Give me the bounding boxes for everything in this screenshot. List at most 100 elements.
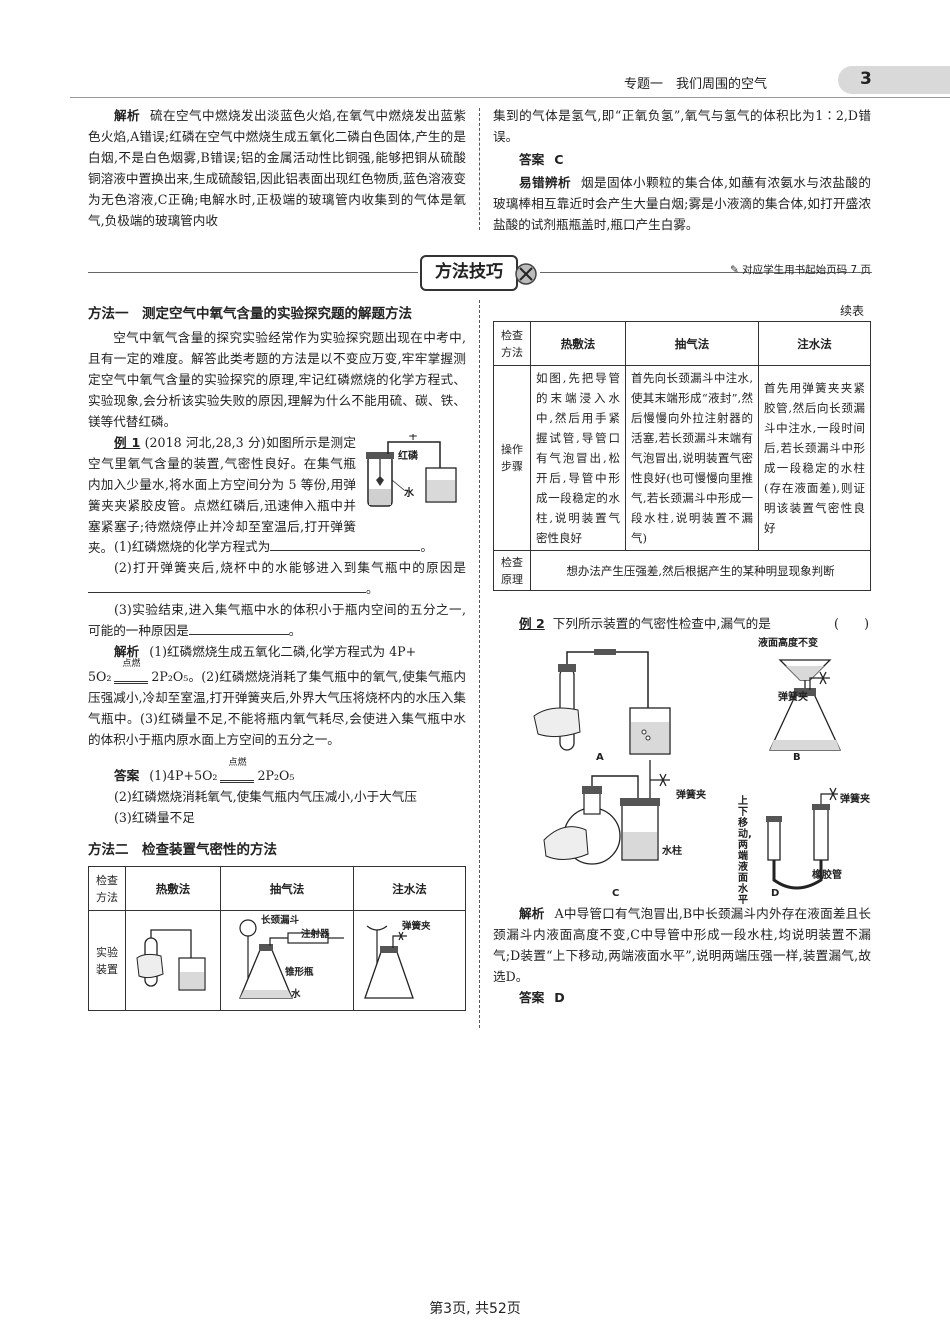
- q2-period: 。: [366, 581, 379, 596]
- figure-c-label: C: [612, 888, 620, 899]
- q2-answer-blank[interactable]: [88, 580, 366, 593]
- header-topic: 专题一 我们周围的空气: [624, 77, 768, 92]
- fig1-red-p-label: 红磷: [398, 451, 418, 462]
- answer2-value: D: [554, 990, 565, 1005]
- banner-title: 方法技巧: [435, 262, 503, 282]
- fig1-water-label: 水: [404, 488, 414, 499]
- figure-d-apparatus: [766, 787, 838, 890]
- fig-clip-label: 弹簧夹: [402, 921, 431, 932]
- analysis1-text-2: 。(2)红磷燃烧消耗了集气瓶中的氧气,使集气瓶内压强减小,冷却至室温,打开弹簧夹…: [88, 669, 466, 747]
- q3-answer-blank[interactable]: [188, 622, 289, 635]
- method2-title: 方法二 检查装置气密性的方法: [88, 842, 277, 858]
- rt-col-pump: 抽气法: [625, 321, 759, 366]
- m2-col-heat: 热敷法: [125, 866, 221, 911]
- answer1-eq-condition: 点燃: [228, 757, 247, 768]
- rt-steps-pump: 首先向长颈漏斗中注水,使其末端形成“液封”,然后慢慢向外拉注射器的活塞,若长颈漏…: [625, 365, 759, 551]
- banner-ref-text: 对应学生用书起始页码 7 页: [742, 264, 871, 276]
- analysis1-eq-condition: 点燃: [122, 658, 141, 669]
- fig-syringe-label: 注射器: [301, 929, 330, 940]
- rt-row-principle: 检查原理: [493, 550, 531, 591]
- answer-label: 答案: [519, 152, 545, 167]
- analysis1-eq-sign: 点燃: [114, 659, 149, 684]
- rt-principle-text: 想办法产生压强差,然后根据产生的某种明显现象判断: [530, 550, 871, 591]
- page-footer: 第3页, 共52页: [429, 1301, 521, 1317]
- pump-method-figure: [239, 918, 344, 999]
- analysis-label: 解析: [114, 108, 140, 123]
- column-divider-top: [479, 108, 480, 230]
- error-text: 烟是固体小颗粒的集合体,如蘸有浓氨水与浓盐酸的玻璃棒相互靠近时会产生大量白烟;雾…: [493, 175, 871, 232]
- water-method-figure: [364, 925, 414, 999]
- fig-c-clip-label: 弹簧夹: [676, 790, 706, 801]
- method2-table: 检查方法 热敷法 抽气法 注水法 实验装置: [88, 866, 466, 1011]
- svg-text:+: +: [408, 434, 418, 443]
- answer1-part2: (2)红磷燃烧消耗氧气,使集气瓶内气压减小,小于大气压: [114, 789, 417, 804]
- fig-c-column-label: 水柱: [662, 846, 682, 857]
- example2-figures: [533, 649, 842, 890]
- analysis-text: 硫在空气中燃烧发出淡蓝色火焰,在氧气中燃烧发出蓝紫色火焰,A错误;红磷在空气中燃…: [88, 108, 466, 228]
- banner-box: 方法技巧: [420, 255, 518, 291]
- q3-text: (3)实验结束,进入集气瓶中水的体积小于瓶内空间的五分之一,可能的一种原因是: [88, 602, 466, 638]
- analysis1-label: 解析: [114, 644, 140, 659]
- answer-value: C: [554, 152, 564, 167]
- banner-ref: ✎ 对应学生用书起始页码 7 页: [730, 262, 871, 277]
- m2-row-apparatus: 实验装置: [88, 910, 126, 1011]
- analysis-continued: 集到的气体是氢气,即“正氧负氢”,氧气与氢气的体积比为1∶2,D错误。: [493, 108, 871, 144]
- analysis1-eq-right: 2P₂O₅: [151, 669, 189, 684]
- error-label: 易错辨析: [519, 175, 571, 190]
- example2-answer: 答案 D: [493, 987, 871, 1008]
- rt-col-water: 注水法: [758, 321, 871, 366]
- figure-b-label: B: [793, 752, 801, 763]
- example1-block: 例 1 (2018 河北,28,3 分)如图所示是测定空气里氧气含量的装置,气密…: [88, 432, 356, 558]
- method1-analysis: 解析 (1)红磷燃烧生成五氧化二磷,化学方程式为 4P+ 5O₂ 点燃 2P₂O₅。(…: [88, 641, 466, 750]
- fig-flask-label: 锥形瓶: [285, 967, 314, 978]
- fig-b-level-label: 液面高度不变: [758, 638, 818, 649]
- q3-period: 。: [288, 623, 302, 638]
- figure-a-label: A: [596, 752, 604, 763]
- rt-row-steps: 操作步骤: [493, 365, 531, 551]
- fig-water-label: 水: [291, 989, 301, 1000]
- m2-col-water: 注水法: [353, 866, 466, 911]
- example1-label: 例 1: [114, 435, 141, 450]
- fig-funnel-label: 长颈漏斗: [261, 915, 300, 926]
- heat-method-figure: [136, 928, 206, 991]
- analysis1-text: (1)红磷燃烧生成五氧化二磷,化学方程式为 4P+: [149, 644, 417, 659]
- fig-d-move-label: 上下移动,两端液面水平: [738, 796, 752, 906]
- analysis2-label: 解析: [519, 906, 545, 921]
- answer1-part3: (3)红磷量不足: [114, 810, 195, 825]
- figure-d-label: D: [771, 888, 780, 899]
- top-left-analysis: 解析硫在空气中燃烧发出淡蓝色火焰,在氧气中燃烧发出蓝紫色火焰,A错误;红磷在空气…: [88, 105, 466, 231]
- column-divider-main: [479, 300, 480, 1028]
- q1-line: (1)红磷燃烧的化学方程式为。: [88, 536, 466, 557]
- analysis2-text: A中导管口有气泡冒出,B中长颈漏斗内外存在液面差且长颈漏斗内液面高度不变,C中导…: [493, 906, 871, 984]
- pencil-circle-icon: ✎: [730, 264, 743, 276]
- q1-period: 。: [420, 539, 433, 554]
- q2-text: (2)打开弹簧夹后,烧杯中的水能够进入到集气瓶中的原因是: [114, 560, 466, 575]
- answer1-eq-right: 2P₂O₅: [257, 768, 295, 783]
- page-number-tab: 3: [838, 66, 950, 94]
- answer1-eq-left: (1)4P+5O₂: [149, 768, 218, 783]
- fig-b-clip-label: 弹簧夹: [778, 692, 808, 703]
- figure-b-apparatus: [768, 659, 842, 751]
- banner-rule-right: [540, 272, 872, 273]
- header-rule: [70, 97, 950, 98]
- star-badge-icon: [515, 263, 537, 285]
- example2-answer-bracket[interactable]: ( ): [833, 616, 869, 631]
- m2-heat-figure-cell: [125, 910, 221, 1011]
- answer2-label: 答案: [519, 990, 545, 1005]
- m2-col-pump: 抽气法: [220, 866, 354, 911]
- example1-apparatus-figure: +: [366, 434, 457, 507]
- answer1-eq-sign: 点燃: [220, 758, 255, 783]
- table-continued-label: 续表: [840, 304, 865, 318]
- figure-c-apparatus: [543, 760, 670, 865]
- q1-answer-blank[interactable]: [270, 538, 421, 551]
- method2-table-continued: 检查方法 热敷法 抽气法 注水法 操作步骤 如图,先把导管的末端浸入水中,然后用…: [493, 321, 871, 591]
- m2-water-figure-cell: 弹簧夹: [353, 910, 466, 1011]
- analysis1-eq-left: 5O₂: [88, 669, 112, 684]
- m2-col-method: 检查方法: [88, 866, 126, 911]
- example1-text: 如图所示是测定空气里氧气含量的装置,气密性良好。在集气瓶内加入少量水,将水面上方…: [88, 435, 356, 555]
- rt-col-heat: 热敷法: [530, 321, 626, 366]
- method1-title: 方法一 测定空气中氧气含量的实验探究题的解题方法: [88, 306, 412, 322]
